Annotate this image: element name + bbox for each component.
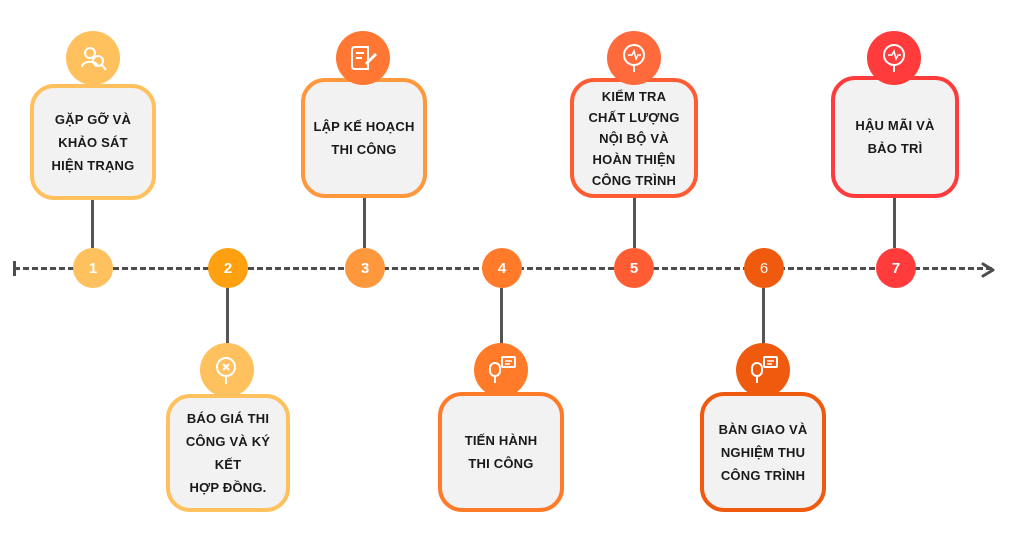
step-6-box: BÀN GIAO VÀ NGHIỆM THU CÔNG TRÌNH (700, 392, 826, 512)
step-4-node: 4 (482, 248, 522, 288)
microphone-chat-icon (736, 343, 790, 397)
step-5-node: 5 (614, 248, 654, 288)
step-6-node: 6 (744, 248, 784, 288)
plan-document-icon (336, 31, 390, 85)
step-2-number: 2 (223, 259, 233, 277)
step-6-connector (762, 288, 765, 348)
step-7-node: 7 (876, 248, 916, 288)
step-1-box: GẶP GỠ VÀ KHẢO SÁT HIỆN TRẠNG (30, 84, 156, 200)
timeline-start-tick (13, 261, 16, 276)
inspection-icon (607, 31, 661, 85)
microphone-chat-icon (474, 343, 528, 397)
step-1-label: GẶP GỠ VÀ KHẢO SÁT HIỆN TRẠNG (51, 111, 135, 173)
step-5-label: KIỂM TRA CHẤT LƯỢNG NỘI BỘ VÀ HOÀN THIỆN… (588, 88, 680, 188)
step-3-box: LẬP KẾ HOẠCH THI CÔNG (301, 78, 427, 198)
step-3-number: 3 (360, 259, 370, 277)
magnifier-icon (200, 343, 254, 397)
timeline-arrow-icon (981, 262, 995, 278)
step-1-connector (91, 198, 94, 248)
step-4-connector (500, 288, 503, 348)
step-2-node: 2 (208, 248, 248, 288)
step-7-box: HẬU MÃI VÀ BẢO TRÌ (831, 76, 959, 198)
step-7-number: 7 (891, 259, 901, 277)
step-3-label: LẬP KẾ HOẠCH THI CÔNG (313, 119, 415, 157)
step-5-connector (633, 196, 636, 248)
step-4-label: TIẾN HÀNH THI CÔNG (464, 433, 538, 471)
step-6-label: BÀN GIAO VÀ NGHIỆM THU CÔNG TRÌNH (718, 421, 808, 483)
step-3-connector (363, 196, 366, 248)
step-4-box: TIẾN HÀNH THI CÔNG (438, 392, 564, 512)
step-2-box: BÁO GIÁ THI CÔNG VÀ KÝ KẾT HỢP ĐỒNG. (166, 394, 290, 512)
step-2-connector (226, 288, 229, 348)
step-2-label: BÁO GIÁ THI CÔNG VÀ KÝ KẾT HỢP ĐỒNG. (185, 411, 271, 495)
step-7-label: HẬU MÃI VÀ BẢO TRÌ (855, 118, 935, 156)
step-6-number: 6 (759, 259, 769, 277)
step-7-connector (893, 196, 896, 248)
step-3-node: 3 (345, 248, 385, 288)
step-1-node: 1 (73, 248, 113, 288)
step-1-number: 1 (88, 259, 98, 277)
inspection-icon (867, 31, 921, 85)
step-4-number: 4 (497, 259, 507, 277)
step-5-number: 5 (629, 259, 639, 277)
step-5-box: KIỂM TRA CHẤT LƯỢNG NỘI BỘ VÀ HOÀN THIỆN… (570, 78, 698, 198)
user-search-icon (66, 31, 120, 85)
